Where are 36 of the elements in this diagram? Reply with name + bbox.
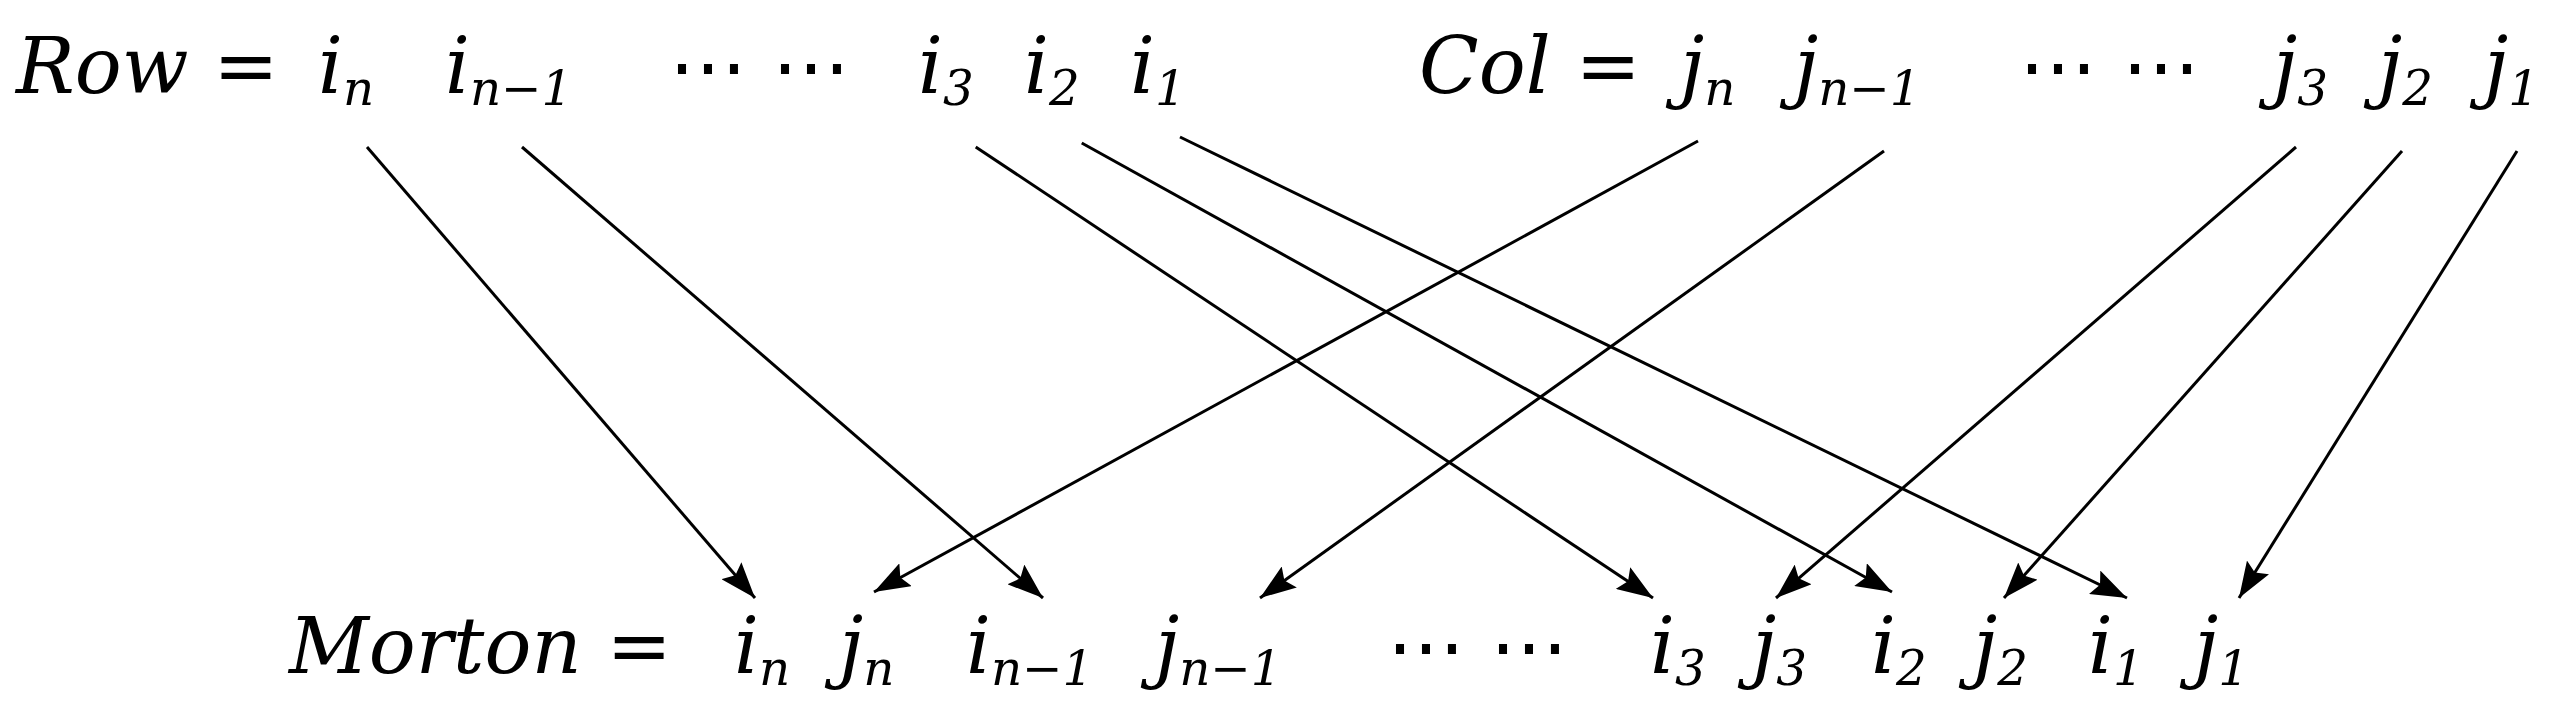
arrow xyxy=(365,146,757,599)
arrow xyxy=(873,139,1699,594)
arrow xyxy=(1259,149,1885,600)
ellipsis: ⋯ ⋯ xyxy=(1387,600,1568,693)
row-bit-label: i$_{3}$ xyxy=(902,20,980,118)
column-bit-label: j$_{1}$ xyxy=(2468,20,2545,118)
arrow xyxy=(2002,150,2404,599)
row-bit-label: i$_{2}$ xyxy=(1008,20,1086,118)
morton-bit-label: i$_{n}$ xyxy=(718,600,797,698)
arrow xyxy=(2237,150,2519,599)
morton-bit-label: i$_{2}$ xyxy=(1855,600,1933,698)
row-bit-label: i$_{1}$ xyxy=(1114,20,1192,118)
arrow xyxy=(1081,141,1893,594)
ellipsis: ⋯ ⋯ xyxy=(2019,20,2200,113)
morton-bit-label: j$_{2}$ xyxy=(1957,600,2034,698)
morton-label: Morton = xyxy=(289,600,672,693)
arrow xyxy=(1179,135,2128,600)
column-bit-label: j$_{n}$ xyxy=(1664,20,1742,118)
column-bit-label: j$_{n−1}$ xyxy=(1778,20,1927,118)
row-bit-label: i$_{n−1}$ xyxy=(429,20,579,118)
arrow xyxy=(974,145,1654,600)
morton-bit-label: j$_{n}$ xyxy=(823,600,901,698)
arrow xyxy=(1775,145,2297,600)
morton-bit-label: i$_{3}$ xyxy=(1634,600,1712,698)
row-label: Row = xyxy=(16,20,279,113)
morton-bit-label: i$_{n−1}$ xyxy=(950,600,1100,698)
row-bit-label: i$_{n}$ xyxy=(302,20,381,118)
ellipsis: ⋯ ⋯ xyxy=(669,20,850,113)
morton-bit-label: j$_{3}$ xyxy=(1736,600,1813,698)
column-bit-label: j$_{3}$ xyxy=(2257,20,2334,118)
morton-bit-label: i$_{1}$ xyxy=(2072,600,2150,698)
arrow xyxy=(521,145,1044,600)
column-bit-label: j$_{2}$ xyxy=(2362,20,2439,118)
column-label: Col = xyxy=(1419,20,1641,113)
morton-bit-label: j$_{n−1}$ xyxy=(1139,600,1288,698)
morton-bit-label: j$_{1}$ xyxy=(2178,600,2255,698)
